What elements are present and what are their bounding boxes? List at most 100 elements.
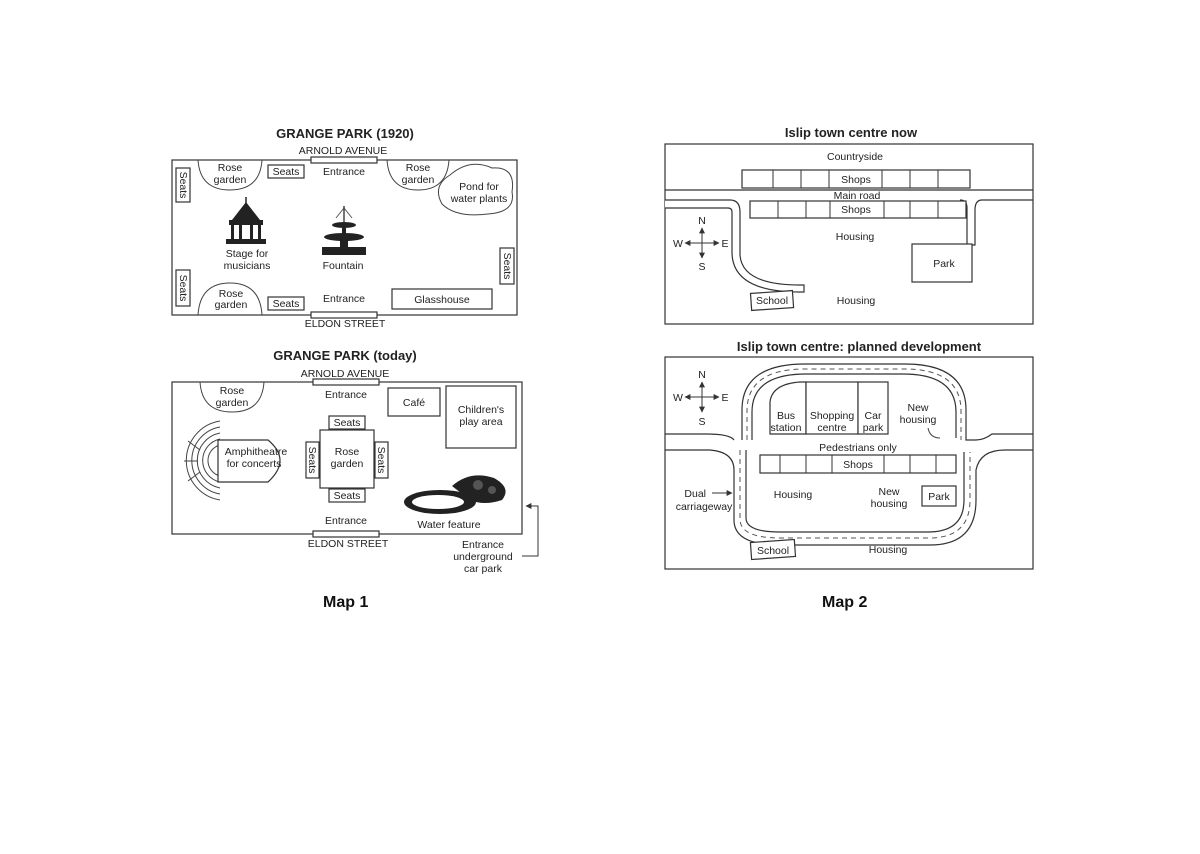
- svg-text:play area: play area: [459, 416, 502, 428]
- islip-now-park: [911, 243, 973, 283]
- islip-now-shops-north: [741, 169, 971, 189]
- grange-1920-north-entrance: Entrance: [323, 166, 365, 178]
- grange-today-north-gate: [312, 378, 380, 386]
- svg-text:Pond for: Pond for: [459, 181, 499, 193]
- ring-road-lower-outer: [665, 449, 1033, 546]
- svg-text:Rose: Rose: [220, 385, 245, 397]
- islip-now-housing-south: Housing: [837, 295, 876, 307]
- svg-text:Glasshouse: Glasshouse: [414, 294, 470, 306]
- islip-now-school: [749, 289, 795, 312]
- grange-park-today: GRANGE PARK (today) ARNOLD AVENUE Entran…: [171, 348, 539, 575]
- svg-text:W: W: [673, 392, 683, 404]
- svg-text:housing: housing: [900, 414, 937, 426]
- grange-1920-south-street: ELDON STREET: [305, 318, 386, 330]
- islip-planned-new-housing-north: New: [907, 402, 928, 414]
- fountain-icon: [322, 206, 366, 255]
- svg-text:water plants: water plants: [450, 193, 508, 205]
- svg-text:park: park: [863, 422, 884, 434]
- islip-now: Islip town centre now Countryside Shops …: [664, 125, 1034, 325]
- svg-text:garden: garden: [214, 174, 247, 186]
- grange-1920-rose-garden-ne: [386, 159, 450, 191]
- svg-text:car park: car park: [464, 563, 503, 575]
- svg-text:garden: garden: [402, 174, 435, 186]
- grange-1920-seats-bottom: [267, 296, 305, 311]
- amphitheatre-icon: [184, 420, 281, 501]
- grange-1920-south-gate: [310, 311, 378, 319]
- svg-text:Shopping: Shopping: [810, 410, 855, 422]
- svg-text:for concerts: for concerts: [227, 458, 282, 470]
- islip-planned-dual-carriageway: Dual: [684, 488, 706, 500]
- map1-caption: Map 1: [323, 594, 369, 611]
- svg-text:N: N: [698, 369, 706, 381]
- svg-text:Shops: Shops: [843, 459, 873, 471]
- grange-1920-seats-west-top: [175, 167, 191, 203]
- svg-text:carriageway: carriageway: [676, 501, 733, 513]
- islip-now-main-road: Main road: [834, 190, 881, 202]
- svg-text:Seats: Seats: [334, 417, 361, 429]
- grange-1920-title: GRANGE PARK (1920): [276, 126, 414, 141]
- islip-planned-housing-south: Housing: [869, 544, 908, 556]
- svg-text:Park: Park: [933, 258, 955, 270]
- grange-1920-pond: [437, 163, 514, 216]
- svg-text:garden: garden: [216, 397, 249, 409]
- grange-today-north-street: ARNOLD AVENUE: [301, 368, 390, 380]
- svg-text:Seats: Seats: [177, 172, 189, 199]
- svg-text:centre: centre: [817, 422, 846, 434]
- svg-text:N: N: [698, 215, 706, 227]
- svg-text:garden: garden: [331, 458, 364, 470]
- svg-text:Rose: Rose: [219, 288, 244, 300]
- svg-text:Rose: Rose: [218, 162, 243, 174]
- grange-today-rose-garden-centre: [319, 429, 375, 489]
- svg-text:garden: garden: [215, 299, 248, 311]
- islip-planned-pedestrians-only: Pedestrians only: [819, 442, 897, 454]
- islip-planned-bus-station: [769, 381, 807, 435]
- islip-planned-park: [921, 485, 957, 507]
- grange-1920-glasshouse: [391, 288, 493, 310]
- islip-planned: Islip town centre: planned development B…: [664, 339, 1034, 570]
- compass-icon: [684, 227, 720, 259]
- map2-caption: Map 2: [822, 594, 868, 611]
- gazebo-icon: [226, 197, 266, 244]
- svg-text:Seats: Seats: [177, 275, 189, 302]
- svg-text:Children's: Children's: [458, 404, 504, 416]
- svg-text:station: station: [771, 422, 802, 434]
- svg-text:S: S: [698, 416, 705, 428]
- grange-1920-seats-west-bottom: [175, 269, 191, 307]
- grange-today-seats-east: [374, 441, 389, 479]
- grange-1920-rose-garden-sw: [197, 282, 263, 316]
- grange-1920-seats-top: [267, 164, 305, 179]
- grange-today-south-entrance: Entrance: [325, 515, 367, 527]
- svg-text:Seats: Seats: [273, 166, 300, 178]
- svg-text:E: E: [721, 392, 728, 404]
- svg-text:E: E: [721, 238, 728, 250]
- grange-today-north-entrance: Entrance: [325, 389, 367, 401]
- svg-text:Seats: Seats: [306, 447, 318, 474]
- svg-text:underground: underground: [453, 551, 513, 563]
- grange-today-south-street: ELDON STREET: [308, 538, 389, 550]
- svg-text:Shops: Shops: [841, 204, 871, 216]
- svg-text:Rose: Rose: [335, 446, 360, 458]
- svg-text:Café: Café: [403, 397, 425, 409]
- islip-now-title: Islip town centre now: [785, 125, 918, 140]
- grange-today-seats-south: [328, 488, 366, 503]
- islip-now-shops-south: [749, 200, 967, 219]
- islip-now-countryside: Countryside: [827, 151, 883, 163]
- grange-1920-north-gate: [310, 156, 378, 164]
- grange-1920-fountain-label: Fountain: [323, 260, 364, 272]
- svg-text:Rose: Rose: [406, 162, 431, 174]
- grange-today-title: GRANGE PARK (today): [273, 348, 416, 363]
- grange-1920-south-entrance: Entrance: [323, 293, 365, 305]
- svg-text:Park: Park: [928, 491, 950, 503]
- svg-text:W: W: [673, 238, 683, 250]
- islip-planned-school: [749, 538, 797, 561]
- svg-text:Seats: Seats: [334, 490, 361, 502]
- grange-today-amphitheatre-label: Amphitheatre: [225, 446, 288, 458]
- svg-text:School: School: [756, 295, 788, 307]
- car-park-arrow-icon: [522, 503, 539, 557]
- svg-text:Car: Car: [865, 410, 882, 422]
- svg-text:Seats: Seats: [273, 298, 300, 310]
- grange-today-south-gate: [312, 530, 380, 538]
- islip-planned-car-park: [857, 381, 889, 435]
- grange-today-cafe: [387, 387, 441, 417]
